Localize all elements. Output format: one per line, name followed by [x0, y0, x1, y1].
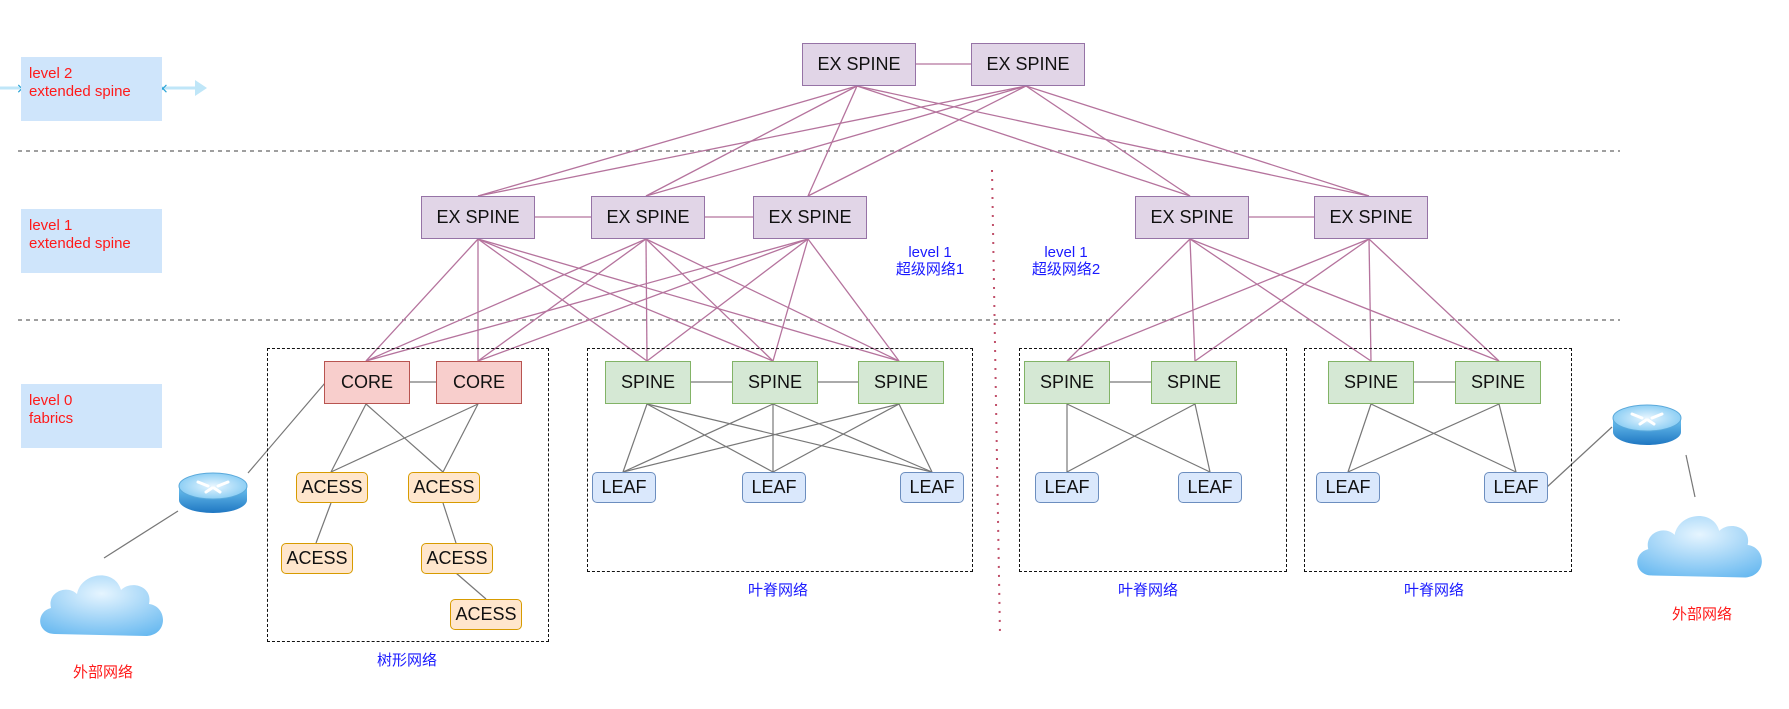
- level-1-label: level 1 extended spine: [21, 209, 162, 273]
- level-2-label: level 2 extended spine: [21, 57, 162, 121]
- acess-node[interactable]: ACESS: [450, 599, 522, 630]
- level-2-subtitle: extended spine: [29, 83, 131, 100]
- tree-network-caption: 树形网络: [376, 652, 437, 669]
- ex-spine-node[interactable]: EX SPINE: [1135, 196, 1249, 239]
- super-network-1-level: level 1: [908, 244, 952, 261]
- level-1-subtitle: extended spine: [29, 235, 131, 252]
- spine-node[interactable]: SPINE: [1151, 361, 1237, 404]
- spine-node[interactable]: SPINE: [1455, 361, 1541, 404]
- acess-node[interactable]: ACESS: [421, 543, 493, 574]
- spine-node[interactable]: SPINE: [1024, 361, 1110, 404]
- external-network-left-caption: 外部网络: [72, 664, 133, 681]
- super-network-2-name: 超级网络2: [1031, 261, 1101, 278]
- external-network-right-caption: 外部网络: [1671, 606, 1732, 623]
- leaf-node[interactable]: LEAF: [900, 472, 964, 503]
- router-icon: [1612, 404, 1682, 445]
- network-divider: [991, 169, 1001, 636]
- acess-node[interactable]: ACESS: [408, 472, 480, 503]
- spine-node[interactable]: SPINE: [732, 361, 818, 404]
- leaf-node[interactable]: LEAF: [1178, 472, 1242, 503]
- ex-spine-node[interactable]: EX SPINE: [591, 196, 705, 239]
- super-network-1-label: level 1 超级网络1: [880, 244, 980, 278]
- ex-spine-node[interactable]: EX SPINE: [421, 196, 535, 239]
- acess-node[interactable]: ACESS: [281, 543, 353, 574]
- level-1-title: level 1: [29, 217, 73, 234]
- super-network-1-name: 超级网络1: [895, 261, 965, 278]
- cloud-icon: [40, 575, 163, 636]
- cloud-icon: [1637, 515, 1762, 578]
- leaf-node[interactable]: LEAF: [1035, 472, 1099, 503]
- ex-spine-node[interactable]: EX SPINE: [971, 43, 1085, 86]
- leaf-node[interactable]: LEAF: [592, 472, 656, 503]
- spine-node[interactable]: SPINE: [858, 361, 944, 404]
- level-0-title: level 0: [29, 392, 73, 409]
- ex-spine-node[interactable]: EX SPINE: [753, 196, 867, 239]
- leaf-spine-caption-3: 叶脊网络: [1403, 582, 1464, 599]
- level-0-subtitle: fabrics: [29, 410, 74, 427]
- leaf-node[interactable]: LEAF: [1316, 472, 1380, 503]
- super-network-2-label: level 1 超级网络2: [1016, 244, 1116, 278]
- core-node[interactable]: CORE: [436, 361, 522, 404]
- leaf-spine-caption-1: 叶脊网络: [747, 582, 808, 599]
- leaf-spine-frame-2: [1019, 348, 1287, 572]
- spine-node[interactable]: SPINE: [605, 361, 691, 404]
- spine-node[interactable]: SPINE: [1328, 361, 1414, 404]
- core-node[interactable]: CORE: [324, 361, 410, 404]
- super-network-2-level: level 1: [1044, 244, 1088, 261]
- leaf-node[interactable]: LEAF: [742, 472, 806, 503]
- selection-arrow-head: [195, 80, 207, 96]
- ex-spine-node[interactable]: EX SPINE: [1314, 196, 1428, 239]
- router-icon: [178, 472, 248, 513]
- tree-network-frame: [267, 348, 549, 642]
- acess-node[interactable]: ACESS: [296, 472, 368, 503]
- leaf-spine-frame-1: [587, 348, 973, 572]
- leaf-spine-frame-3: [1304, 348, 1572, 572]
- level-2-title: level 2: [29, 65, 73, 82]
- level-0-label: level 0 fabrics: [21, 384, 162, 448]
- leaf-node[interactable]: LEAF: [1484, 472, 1548, 503]
- ex-spine-node[interactable]: EX SPINE: [802, 43, 916, 86]
- leaf-spine-caption-2: 叶脊网络: [1117, 582, 1178, 599]
